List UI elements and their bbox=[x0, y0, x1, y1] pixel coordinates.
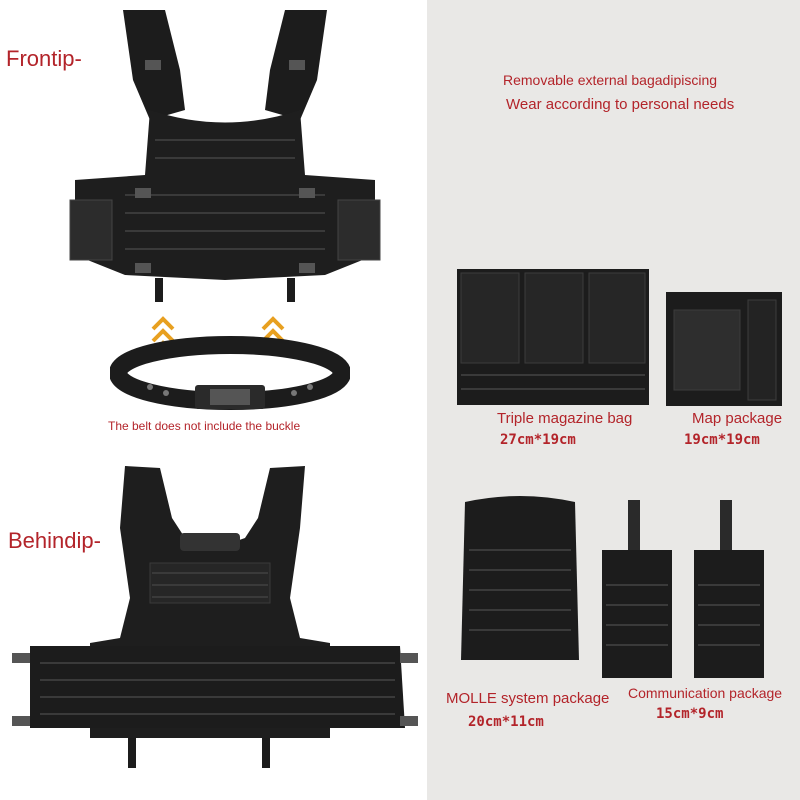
info-line-2: Wear according to personal needs bbox=[506, 96, 735, 113]
belt-image bbox=[110, 336, 350, 410]
communication-package-size: 15cm*9cm bbox=[656, 706, 724, 722]
molle-system-package-name: MOLLE system package bbox=[446, 690, 610, 707]
communication-package-image-1 bbox=[602, 500, 672, 678]
front-label: Frontip- bbox=[6, 46, 82, 71]
belt-note: The belt does not include the buckle bbox=[108, 419, 301, 433]
map-package-image bbox=[666, 292, 782, 406]
info-line-1: Removable external bagadipiscing bbox=[503, 72, 718, 88]
triple-magazine-bag-size: 27cm*19cm bbox=[500, 432, 576, 448]
communication-package-name: Communication package bbox=[628, 685, 783, 701]
back-vest-image bbox=[12, 466, 418, 768]
front-vest-image bbox=[69, 10, 381, 302]
molle-system-package-image bbox=[461, 496, 579, 660]
triple-magazine-bag-image bbox=[457, 269, 649, 405]
communication-package-image-2 bbox=[694, 500, 764, 678]
map-package-name: Map package bbox=[692, 410, 783, 427]
map-package-size: 19cm*19cm bbox=[684, 432, 760, 448]
triple-magazine-bag-name: Triple magazine bag bbox=[497, 410, 633, 427]
molle-system-package-size: 20cm*11cm bbox=[468, 714, 544, 730]
behind-label: Behindip- bbox=[8, 528, 101, 553]
